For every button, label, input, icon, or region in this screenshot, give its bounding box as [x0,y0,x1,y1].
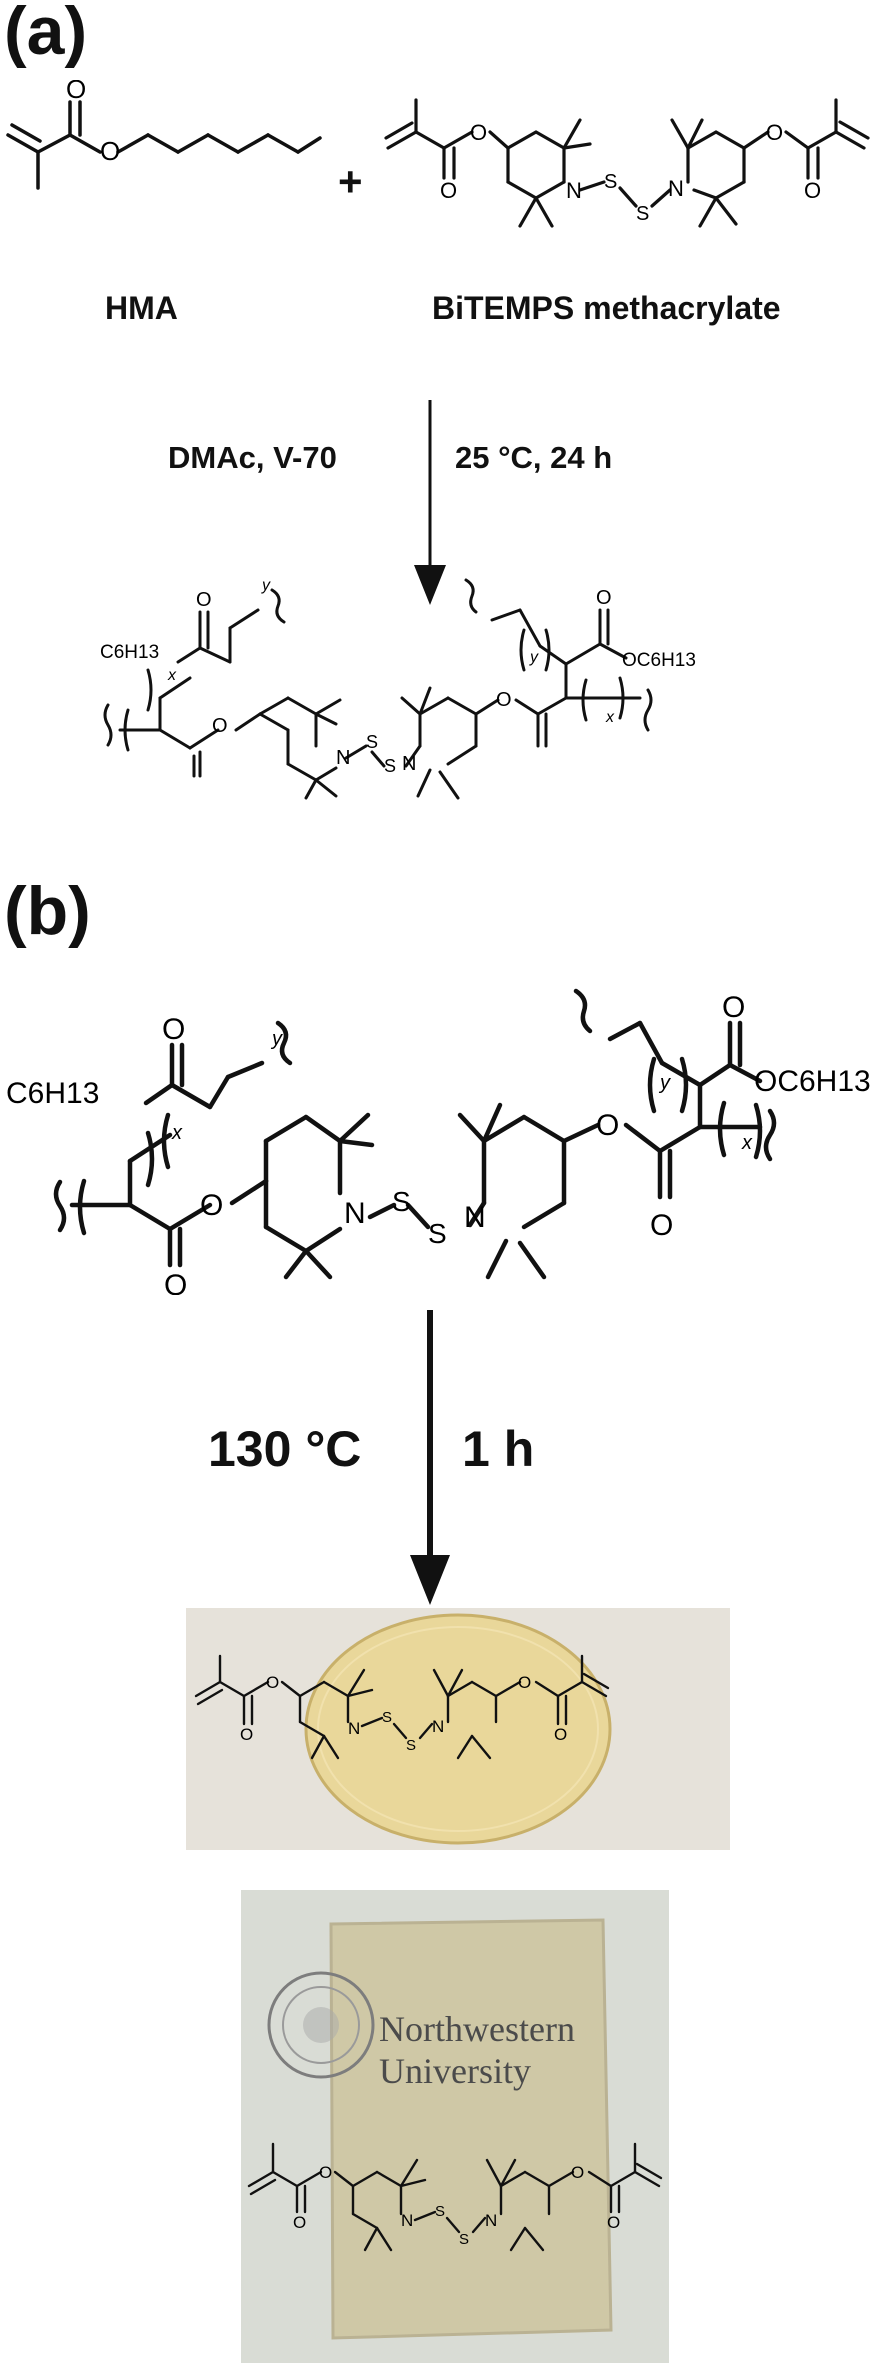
poly-a-o-ester-right: O [496,689,512,711]
poly-b-o-top-left: O [162,1013,185,1046]
ester-o-left: O [470,120,487,145]
polymer-structure-a: O C6H13 O N S S N O O OC6H13 x y y x [100,577,696,800]
film-s-right: S [459,2231,469,2248]
logo-line-2: University [379,2051,531,2091]
poly-a-n-left: N [336,747,350,769]
poly-b-n-left: N [344,1197,366,1230]
poly-b-o-ester-right: O [596,1109,619,1142]
poly-a-y-right: y [529,649,539,666]
film-s-left: S [435,2203,445,2220]
carbonyl-o-label: O [66,80,86,104]
poly-a-hexyl-right: OC6H13 [622,650,696,671]
poly-a-o-ester-left: O [212,715,228,737]
condition-a-right: 25 °C, 24 h [455,440,613,475]
disk-s-left: S [382,1709,392,1726]
poly-b-x-right: x [741,1132,753,1154]
bitemps-methacrylate-structure: O O N S S N O O [384,98,870,228]
disk-n-right: N [432,1717,444,1736]
poly-a-o-top-left: O [196,589,212,611]
photo-film-sample: O O N S S N O O Northwestern University [241,1890,669,2363]
poly-a-x-right: x [605,709,615,726]
poly-b-s-right: S [428,1218,447,1249]
hma-label: HMA [105,290,178,326]
photo-disk-sample: O O N S S N O O [186,1608,730,1850]
plus-sign: + [338,158,363,205]
bitemps-label: BiTEMPS methacrylate [432,290,781,326]
panel-a-label: (a) [4,0,88,69]
film-o-left: O [319,2163,332,2182]
reaction-arrow-b [410,1310,450,1605]
poly-b-y-right: y [658,1072,671,1094]
reaction-arrow-a [414,400,446,605]
n-left: N [566,178,582,203]
film-photo-art: O O N S S N O O [247,1918,663,2340]
film-n-left: N [401,2211,413,2230]
disk-s-right: S [406,1737,416,1754]
poly-a-y-left: y [261,577,271,594]
n-right: N [668,176,684,201]
poly-a-hexyl-left: C6H13 [100,642,159,663]
poly-b-o-bottom-right: O [650,1209,673,1242]
disk-o-carbonyl-left: O [240,1725,253,1744]
disk-n-left: N [348,1719,360,1738]
s-right: S [636,203,649,225]
carbonyl-o-right: O [804,178,821,203]
disk-o-right: O [518,1673,531,1692]
ester-o-label: O [100,136,120,166]
polymer-structure-b: O C6H13 O O N S S N O O O OC6H13 x y y x [6,988,871,1295]
poly-b-s-left: S [392,1186,411,1217]
panel-b-label: (b) [4,873,91,949]
poly-a-n-right: N [402,753,416,775]
poly-b-hexyl-right: OC6H13 [754,1065,871,1098]
hma-structure: O O [6,80,322,190]
film-n-right: N [485,2211,497,2230]
poly-a-x-left: x [167,667,177,684]
film-o-right: O [571,2163,584,2182]
poly-b-o-bottom-left: O [164,1269,187,1295]
ester-o-right: O [766,120,783,145]
carbonyl-o-left: O [440,178,457,203]
film-o-carbonyl-right: O [607,2213,620,2232]
condition-b-left: 130 °C [208,1421,362,1477]
condition-b-right: 1 h [462,1421,535,1477]
poly-b-n-right: N [464,1201,486,1234]
s-left: S [604,171,617,193]
disk-photo-art: O O N S S N O O [194,1613,612,1845]
poly-b-hexyl-left: C6H13 [6,1077,99,1110]
disk-o-left: O [266,1673,279,1692]
disk-o-carbonyl-right: O [554,1725,567,1744]
poly-b-o-top-right: O [722,991,745,1024]
condition-a-left: DMAc, V-70 [168,440,337,475]
poly-b-x-left: x [171,1122,183,1144]
film-o-carbonyl-left: O [293,2213,306,2232]
poly-a-s-left: S [366,732,378,752]
logo-line-1: Northwestern [379,2009,575,2049]
poly-b-o-ester-left: O [200,1189,223,1222]
poly-a-s-right: S [384,756,396,776]
poly-b-y-left: y [270,1028,283,1050]
poly-a-o-top-right: O [596,587,612,609]
